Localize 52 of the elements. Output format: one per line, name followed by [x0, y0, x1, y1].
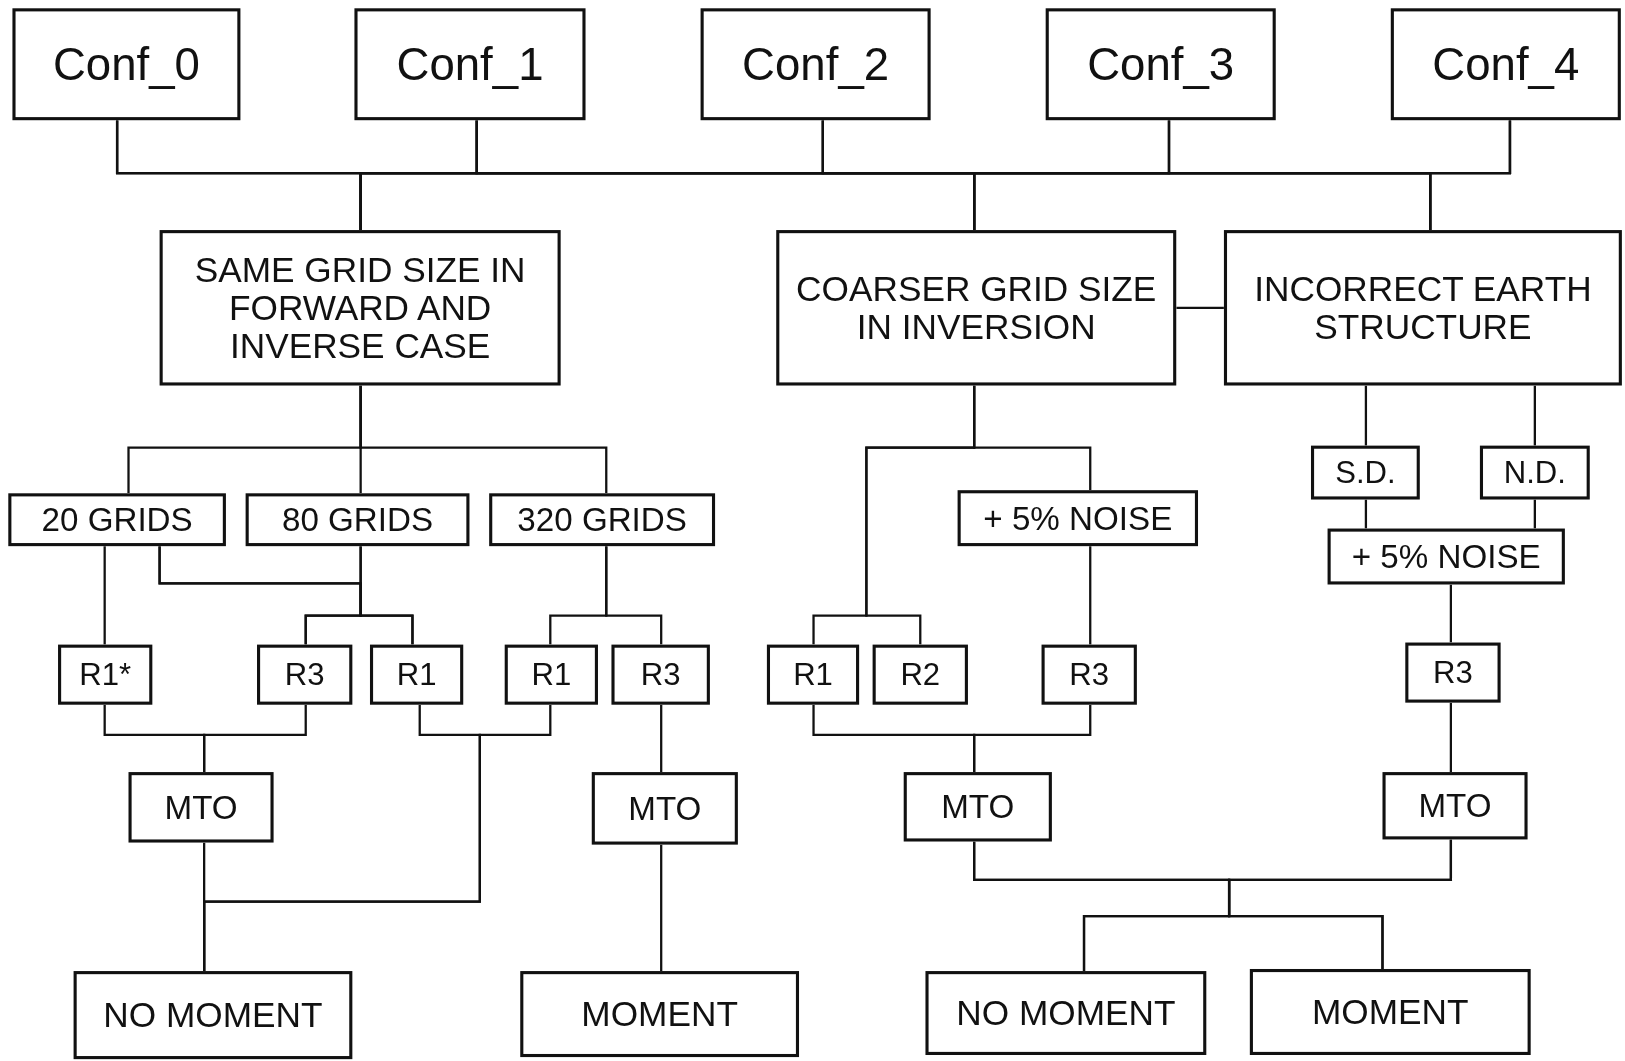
connector-line	[103, 546, 106, 645]
process-box: S.D.	[1311, 445, 1420, 500]
process-box: R3	[257, 644, 353, 705]
process-box: MOMENT	[1249, 969, 1531, 1055]
configuration-box: Conf_2	[700, 8, 931, 121]
connector-line	[359, 385, 608, 494]
connector-line	[1227, 839, 1453, 969]
process-box: COARSER GRID SIZE IN INVERSION	[776, 230, 1177, 386]
process-box: NO MOMENT	[925, 971, 1207, 1055]
process-box: R1	[766, 644, 860, 705]
configuration-box: Conf_3	[1045, 8, 1276, 121]
process-box: INCORRECT EARTH STRUCTURE	[1223, 230, 1622, 386]
configuration-box: Conf_4	[1390, 8, 1621, 121]
connector-line	[203, 842, 206, 972]
connector-line	[605, 546, 663, 645]
connector-line	[1429, 120, 1512, 231]
process-box: + 5% NOISE	[1327, 528, 1565, 585]
process-box: NO MOMENT	[73, 971, 353, 1060]
connector-line	[1449, 584, 1453, 643]
connector-line	[1449, 702, 1453, 773]
connector-line	[203, 704, 307, 773]
configuration-box: Conf_0	[12, 8, 241, 121]
process-box: R1	[370, 644, 464, 705]
process-box: MTO	[128, 772, 274, 843]
process-box: R1	[504, 644, 598, 705]
connector-line	[973, 704, 1092, 773]
process-box: R2	[872, 644, 968, 705]
connector-line	[973, 385, 1092, 491]
connector-line	[1176, 306, 1224, 309]
connector-line	[660, 844, 663, 972]
process-box: 80 GRIDS	[245, 493, 470, 547]
connector-line	[1364, 385, 1368, 446]
process-box: + 5% NOISE	[957, 490, 1198, 547]
process-box: R3	[1041, 644, 1137, 705]
process-box: R3	[1405, 642, 1501, 703]
process-box: MOMENT	[520, 971, 800, 1058]
connector-line	[660, 704, 663, 773]
connector-line	[1089, 546, 1092, 645]
process-box: R3	[611, 644, 710, 705]
connector-line	[1533, 385, 1536, 446]
process-box: MTO	[903, 772, 1052, 842]
process-box: MTO	[1382, 772, 1528, 840]
process-box: 20 GRIDS	[8, 493, 226, 547]
process-box: 320 GRIDS	[489, 493, 716, 547]
process-box: N.D.	[1479, 445, 1590, 500]
connector-line	[1364, 499, 1368, 529]
connector-line	[359, 546, 414, 645]
configuration-box: Conf_1	[354, 8, 586, 121]
process-box: SAME GRID SIZE IN FORWARD AND INVERSE CASE	[159, 230, 561, 386]
process-box: MTO	[591, 772, 738, 845]
process-box: R1*	[58, 644, 153, 705]
connector-line	[1533, 499, 1536, 529]
